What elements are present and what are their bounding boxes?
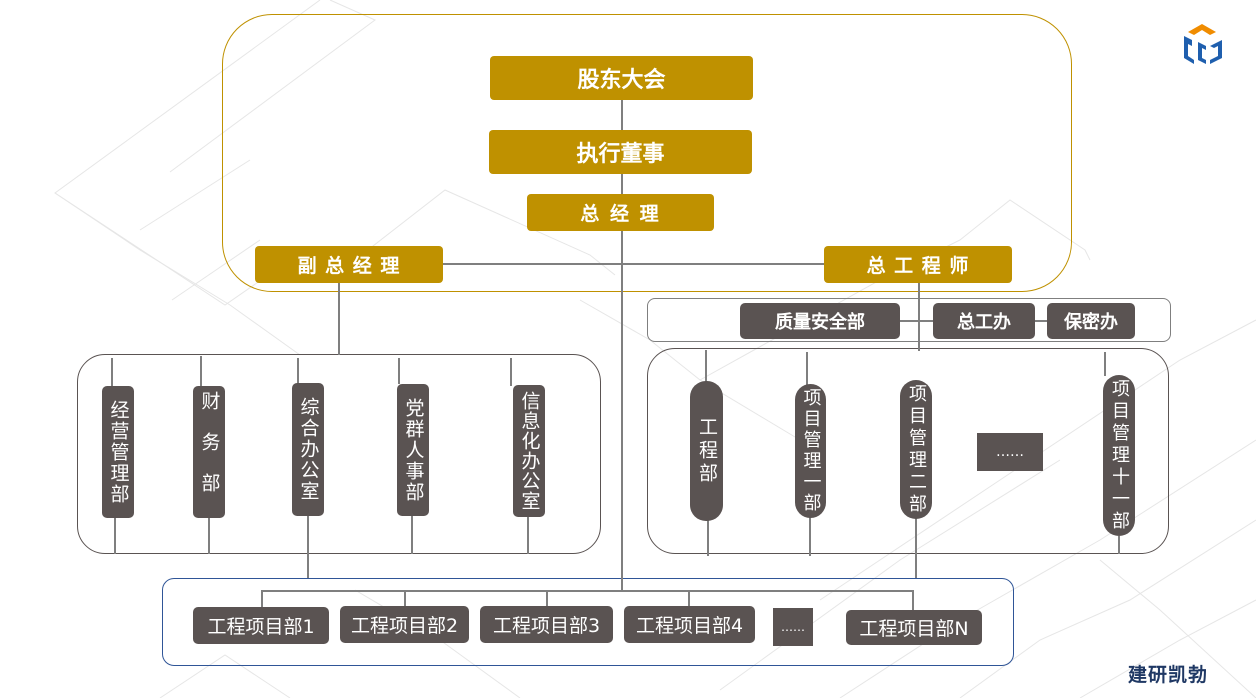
admin-dept-business-label: 经营管理部: [107, 399, 130, 505]
line: [707, 520, 709, 556]
project-dept-1[interactable]: 工程项目部1: [193, 607, 329, 644]
eng-dept-project-mgmt-2[interactable]: 项目管理二部: [900, 380, 932, 519]
line: [208, 518, 210, 554]
staff-link-line-2: [1035, 320, 1047, 322]
line: [411, 516, 413, 554]
line: [200, 356, 202, 386]
deputy-to-admin-line: [338, 283, 340, 355]
line: [809, 516, 811, 556]
admin-dept-finance[interactable]: 财务部: [193, 386, 225, 518]
line: [912, 590, 914, 610]
admin-dept-it-office-label: 信息化办公室: [518, 391, 541, 511]
admin-dept-business[interactable]: 经营管理部: [102, 386, 134, 518]
eng-dept-ellipsis: ……: [977, 433, 1043, 471]
staff-link-line-1: [900, 320, 933, 322]
main-trunk-line: [621, 100, 623, 592]
line: [114, 518, 116, 554]
quality-safety-dept-box[interactable]: 质量安全部: [740, 303, 900, 339]
project-dept-4[interactable]: 工程项目部4: [624, 606, 755, 643]
line: [510, 358, 512, 386]
line: [111, 358, 113, 386]
admin-dept-finance-label: 财务部: [198, 390, 221, 514]
leadership-frame: [222, 14, 1072, 292]
eng-dept-project-mgmt-1-label: 项目管理一部: [800, 388, 822, 514]
chief-to-engineering-line: [918, 283, 920, 351]
eng-dept-engineering[interactable]: 工程部: [690, 381, 723, 521]
line: [806, 352, 808, 386]
line: [546, 590, 548, 606]
line: [307, 516, 309, 578]
chief-engineer-office-box[interactable]: 总工办: [933, 303, 1035, 339]
deputy-general-manager-box[interactable]: 副 总 经 理: [255, 246, 443, 283]
project-departments-frame: [162, 578, 1014, 666]
line: [688, 590, 690, 606]
project-dept-3[interactable]: 工程项目部3: [480, 606, 613, 643]
deputy-chief-link-line: [443, 263, 824, 265]
line: [1104, 352, 1106, 376]
engineering-departments-frame: [647, 348, 1169, 554]
line: [705, 350, 707, 382]
line: [915, 518, 917, 578]
line: [297, 358, 299, 384]
project-bus-line: [262, 590, 914, 592]
eng-dept-engineering-label: 工程部: [696, 416, 718, 486]
confidentiality-office-box[interactable]: 保密办: [1047, 303, 1135, 339]
line: [398, 358, 400, 384]
eng-dept-project-mgmt-2-label: 项目管理二部: [906, 383, 927, 516]
brand-name: 建研凯勃: [1128, 664, 1209, 686]
admin-dept-party-hr[interactable]: 党群人事部: [397, 384, 429, 516]
line: [1118, 536, 1120, 554]
eng-dept-project-mgmt-11-label: 项目管理十一部: [1109, 378, 1130, 533]
eng-dept-project-mgmt-11[interactable]: 项目管理十一部: [1103, 375, 1135, 536]
admin-dept-general-office[interactable]: 综合办公室: [292, 383, 324, 516]
line: [527, 516, 529, 554]
eng-dept-project-mgmt-1[interactable]: 项目管理一部: [795, 384, 826, 518]
admin-dept-general-office-label: 综合办公室: [297, 397, 320, 502]
project-dept-n[interactable]: 工程项目部N: [846, 610, 982, 645]
executive-director-box[interactable]: 执行董事: [489, 130, 752, 174]
cube-logo-icon: [1184, 24, 1222, 64]
project-dept-ellipsis: ……: [773, 608, 813, 646]
project-dept-2[interactable]: 工程项目部2: [340, 606, 469, 643]
chief-engineer-box[interactable]: 总 工 程 师: [824, 246, 1012, 283]
line: [261, 590, 263, 608]
admin-dept-it-office[interactable]: 信息化办公室: [513, 385, 545, 517]
line: [404, 590, 406, 606]
admin-dept-party-hr-label: 党群人事部: [402, 397, 425, 503]
shareholders-meeting-box[interactable]: 股东大会: [490, 56, 753, 100]
general-manager-box[interactable]: 总 经 理: [527, 194, 714, 231]
staff-offices-frame: [647, 298, 1171, 342]
